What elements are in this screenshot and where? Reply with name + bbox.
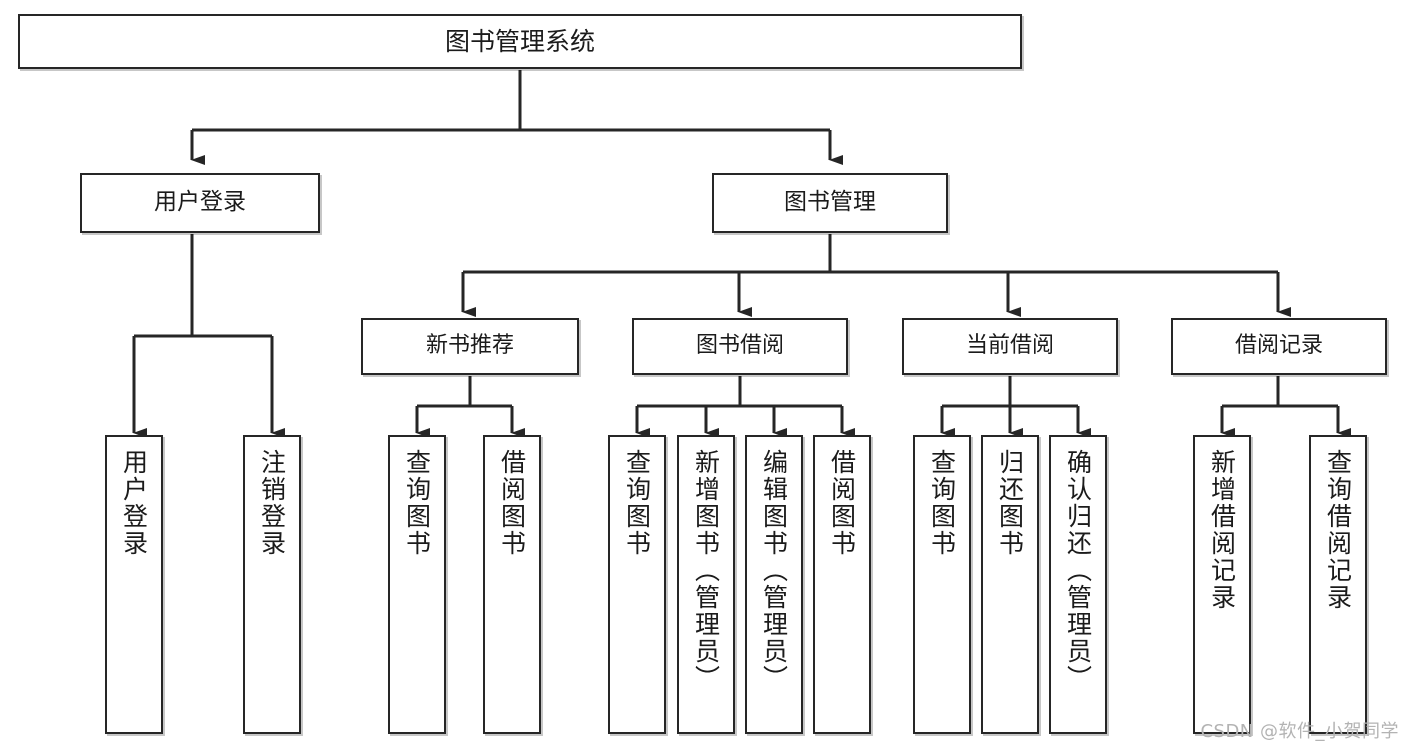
leaf-add-book-admin[interactable]: 新增图书（管理员） xyxy=(677,435,735,734)
node-book-borrow[interactable]: 图书借阅 xyxy=(632,318,848,375)
leaf-add-borrow-record[interactable]: 新增借阅记录 xyxy=(1193,435,1251,734)
leaf-edit-book-admin[interactable]: 编辑图书（管理员） xyxy=(745,435,803,734)
node-label: 归还图书 xyxy=(995,449,1025,557)
node-label: 用户登录 xyxy=(154,189,246,216)
leaf-logout-login[interactable]: 注销登录 xyxy=(243,435,301,734)
node-label: 图书借阅 xyxy=(695,333,784,359)
node-label: 图书管理 xyxy=(784,189,876,216)
leaf-return-book[interactable]: 归还图书 xyxy=(981,435,1039,734)
csdn-watermark: CSDN @软件_小贺同学 xyxy=(1200,721,1399,742)
leaf-query-borrow-record[interactable]: 查询借阅记录 xyxy=(1309,435,1367,734)
node-user-login[interactable]: 用户登录 xyxy=(80,173,320,233)
leaf-borrow-book[interactable]: 借阅图书 xyxy=(813,435,871,734)
node-book-management[interactable]: 图书管理 xyxy=(712,173,948,233)
node-root-book-management-system[interactable]: 图书管理系统 xyxy=(18,14,1022,69)
node-label: 借阅图书 xyxy=(497,449,527,557)
leaf-query-book-recommend[interactable]: 查询图书 xyxy=(388,435,446,734)
node-label: 查询图书 xyxy=(402,449,432,557)
leaf-borrow-book-recommend[interactable]: 借阅图书 xyxy=(483,435,541,734)
node-label: 新增借阅记录 xyxy=(1207,449,1237,611)
node-current-borrow[interactable]: 当前借阅 xyxy=(902,318,1118,375)
leaf-confirm-return-admin[interactable]: 确认归还（管理员） xyxy=(1049,435,1107,734)
node-borrow-record[interactable]: 借阅记录 xyxy=(1171,318,1387,375)
node-label: 查询图书 xyxy=(622,449,652,557)
node-label: 图书管理系统 xyxy=(444,26,595,56)
leaf-user-login[interactable]: 用户登录 xyxy=(105,435,163,734)
node-label: 查询借阅记录 xyxy=(1323,449,1353,611)
leaf-query-book-current[interactable]: 查询图书 xyxy=(913,435,971,734)
node-label: 新增图书（管理员） xyxy=(691,449,721,692)
node-label: 借阅图书 xyxy=(827,449,857,557)
node-label: 确认归还（管理员） xyxy=(1063,449,1093,692)
leaf-query-book-borrow[interactable]: 查询图书 xyxy=(608,435,666,734)
node-label: 新书推荐 xyxy=(425,333,514,359)
node-label: 借阅记录 xyxy=(1234,333,1323,359)
node-label: 用户登录 xyxy=(119,449,149,557)
node-label: 注销登录 xyxy=(257,449,287,557)
node-label: 当前借阅 xyxy=(965,333,1054,359)
node-label: 查询图书 xyxy=(927,449,957,557)
node-label: 编辑图书（管理员） xyxy=(759,449,789,692)
node-new-book-recommend[interactable]: 新书推荐 xyxy=(361,318,579,375)
